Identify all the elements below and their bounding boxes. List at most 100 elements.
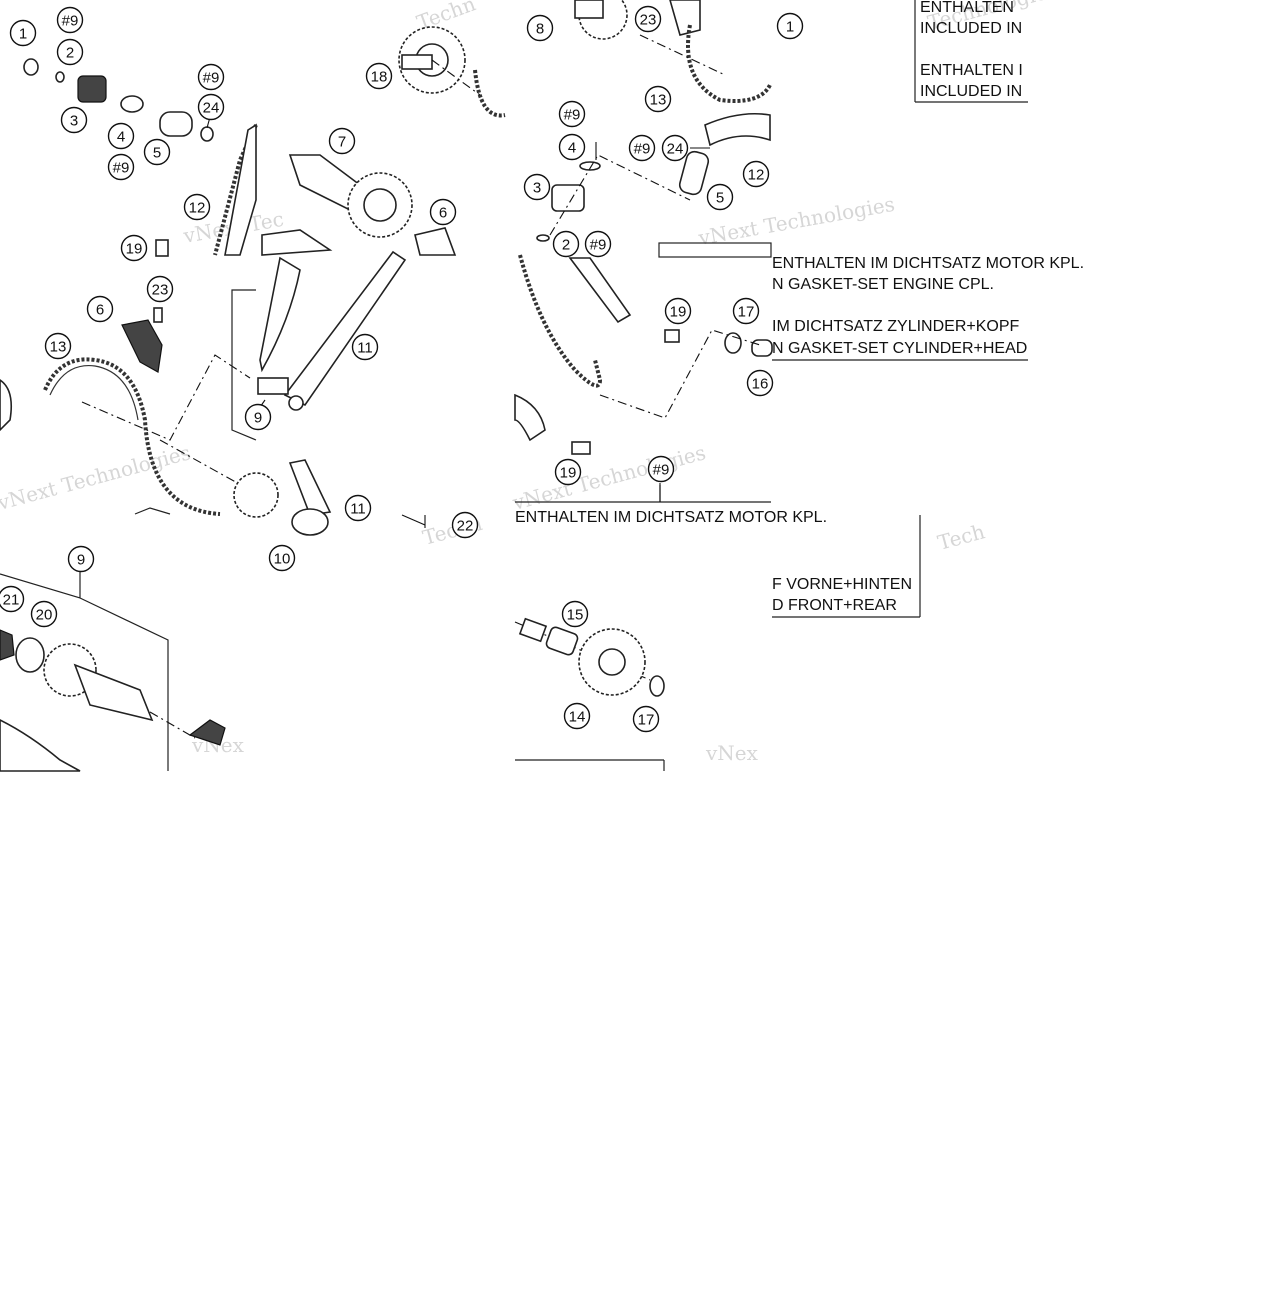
bolt-part (155, 239, 169, 257)
callout-16: 16 (746, 369, 774, 397)
callout-label: 13 (650, 92, 667, 109)
callout-circle (60, 106, 88, 134)
callout-ref-9: #9 (647, 455, 675, 483)
callout-circle (146, 275, 174, 303)
shaft-part (401, 54, 433, 70)
callout-6: 6 (86, 295, 114, 323)
callout-ref-9: #9 (584, 230, 612, 258)
callout-circle (344, 494, 372, 522)
camshaft-part (261, 229, 333, 256)
callout-4: 4 (558, 133, 586, 161)
plug-part (751, 339, 773, 357)
oring-part (15, 637, 45, 673)
callout-10: 10 (268, 544, 296, 572)
callout-2: 2 (552, 230, 580, 258)
callout-label: 3 (533, 180, 541, 197)
callout-label: 2 (66, 45, 74, 62)
callout-circle (558, 100, 586, 128)
callout-circle (647, 455, 675, 483)
callout-label: 12 (748, 167, 765, 184)
callout-3: 3 (523, 173, 551, 201)
callout-4: 4 (107, 122, 135, 150)
callout-label: 21 (3, 592, 20, 609)
note-bracket (231, 289, 257, 441)
callout-circle (351, 333, 379, 361)
washer-part (23, 58, 39, 76)
callout-label: 3 (70, 113, 78, 130)
note-text: ENTHALTEN IM DICHTSATZ MOTOR KPL. (772, 255, 1084, 272)
bolt-part (571, 441, 591, 455)
callout-circle (554, 458, 582, 486)
callout-circle (742, 160, 770, 188)
callout-ref-9: #9 (107, 153, 135, 181)
tile-bottom-right: F VORNE+HINTEN D FRONT+REAR (514, 515, 921, 771)
chain-segment (686, 24, 772, 103)
callout-label: 18 (371, 69, 388, 86)
callout-circle (328, 127, 356, 155)
callout-circle (429, 198, 457, 226)
callout-21: 21 (0, 585, 25, 613)
callout-label: 5 (153, 145, 161, 162)
watermarks: vNext Tec Techn vNext Technologies vNext… (0, 0, 1059, 765)
callout-label: 13 (50, 339, 67, 356)
note-bracket (658, 242, 772, 258)
callout-circle (523, 173, 551, 201)
callout-label: 24 (203, 100, 220, 117)
tile-top-right (536, 0, 772, 258)
callout-label: #9 (634, 141, 651, 158)
washer-part (649, 675, 665, 697)
callout-label: 15 (567, 607, 584, 624)
callout-23: 23 (634, 5, 662, 33)
gear-edge-part (0, 379, 13, 432)
gear-edge-part (0, 629, 15, 661)
watermark-5: vNext Technologies (509, 440, 708, 515)
washer-part (579, 161, 601, 171)
callout-label: 17 (638, 712, 655, 729)
callout-circle (558, 133, 586, 161)
note-text: INCLUDED IN (920, 83, 1022, 100)
callout-ref-9: #9 (628, 134, 656, 162)
tensioner-plug-part (77, 75, 107, 103)
pin-part (257, 377, 289, 395)
callout-circle (143, 138, 171, 166)
timing-chain (43, 357, 221, 516)
camshaft-part (73, 663, 154, 722)
oring-part (536, 234, 550, 242)
callout-12: 12 (183, 193, 211, 221)
gear-part (233, 472, 279, 518)
callout-label: 9 (77, 552, 85, 569)
callout-label: 24 (667, 141, 684, 158)
callout-label: 23 (152, 282, 169, 299)
callout-label: 12 (189, 200, 206, 217)
bolt-part (664, 329, 680, 343)
callout-circle (661, 134, 689, 162)
callout-13: 13 (44, 332, 72, 360)
callout-label: #9 (113, 160, 130, 177)
callout-11: 11 (344, 494, 372, 522)
note-bracket (134, 507, 171, 515)
callout-label: 6 (96, 302, 104, 319)
rail-end-part (291, 508, 329, 536)
callout-circle (44, 332, 72, 360)
idler-gear-hub-part (598, 648, 626, 676)
callout-label: 14 (569, 709, 586, 726)
camshaft-part (0, 719, 81, 772)
callout-13: 13 (644, 85, 672, 113)
callout-label: 11 (357, 340, 373, 357)
callout-14: 14 (563, 702, 591, 730)
callout-circle (67, 545, 95, 573)
callout-circle (86, 295, 114, 323)
rail-pivot-part (288, 395, 304, 411)
callout-5: 5 (706, 183, 734, 211)
bush-part (545, 626, 579, 656)
cam-gear-hub-part (363, 188, 397, 222)
callout-circle (365, 62, 393, 90)
callout-circle (268, 544, 296, 572)
callout-17: 17 (732, 297, 760, 325)
callout-circle (563, 702, 591, 730)
callout-3: 3 (60, 106, 88, 134)
callout-20: 20 (30, 600, 58, 628)
callout-circle (664, 297, 692, 325)
note-text: INCLUDED IN (920, 20, 1022, 37)
tile-top-middle (261, 26, 506, 256)
